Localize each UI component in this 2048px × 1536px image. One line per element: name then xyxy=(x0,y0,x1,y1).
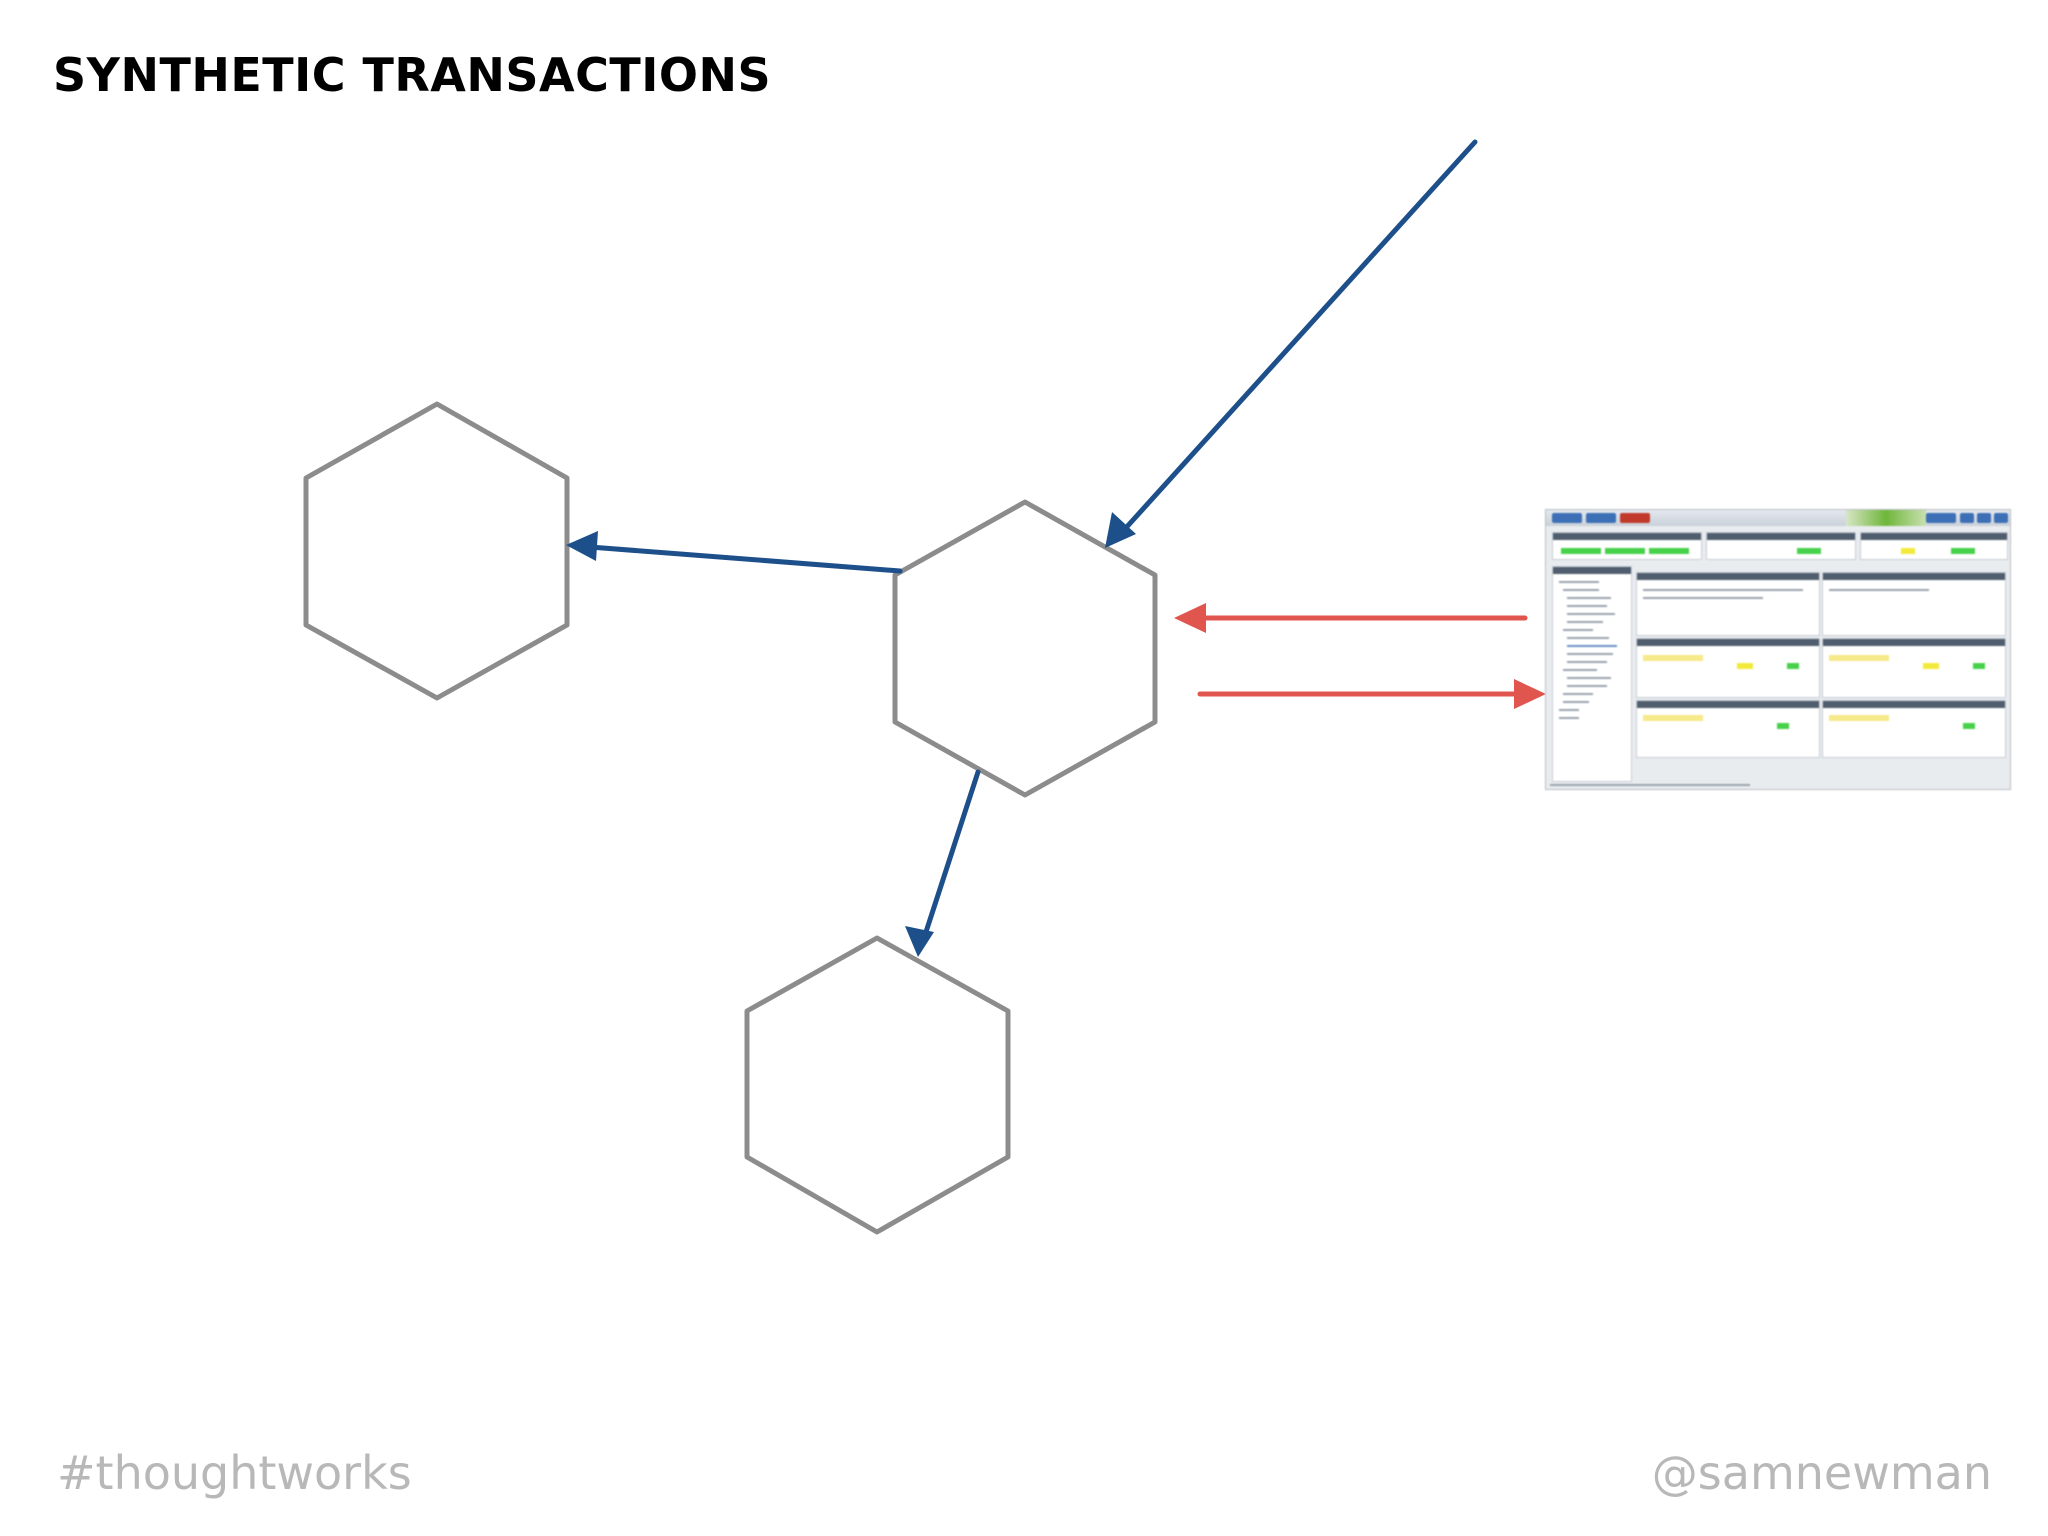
dashboard-content-panel xyxy=(1636,638,1820,698)
inbound-arrowhead-icon xyxy=(1105,512,1136,548)
dashboard-summary-panel xyxy=(1552,532,1702,560)
dashboard-content-panel xyxy=(1822,700,2006,758)
dashboard-tab-icon xyxy=(1586,513,1616,523)
inbound-call-arrow xyxy=(1121,139,1478,533)
monitor-to-service-arrowhead-icon xyxy=(1174,603,1206,633)
dashboard-summary-panel xyxy=(1706,532,1856,560)
dashboard-content-panel xyxy=(1636,700,1820,758)
dashboard-tab-icon xyxy=(1994,513,2008,523)
dashboard-banner-icon xyxy=(1846,510,1926,526)
monitoring-dashboard-screenshot xyxy=(1545,509,2011,790)
dashboard-tab-icon xyxy=(1552,513,1582,523)
footer-handle: @samnewman xyxy=(1651,1446,1992,1500)
dashboard-summary-panel xyxy=(1860,532,2008,560)
service-bottom-hexagon-icon xyxy=(744,935,1011,1235)
dashboard-tab-icon xyxy=(1960,513,1974,523)
dashboard-sidebar xyxy=(1552,566,1632,782)
dashboard-status-bar xyxy=(1550,784,1750,786)
center-to-bottom-arrowhead-icon xyxy=(905,926,934,957)
dashboard-tab-icon xyxy=(1926,513,1956,523)
slide-title: SYNTHETIC TRANSACTIONS xyxy=(53,48,772,102)
dashboard-tab-icon xyxy=(1620,513,1650,523)
footer-hashtag: #thoughtworks xyxy=(57,1446,412,1500)
dashboard-content-panel xyxy=(1822,638,2006,698)
center-to-bottom-arrow xyxy=(922,769,981,938)
service-to-monitor-arrowhead-icon xyxy=(1514,679,1546,709)
dashboard-tab-icon xyxy=(1977,513,1991,523)
center-to-left-arrowhead-icon xyxy=(566,531,598,561)
service-center-hexagon-icon xyxy=(892,499,1158,798)
service-left-hexagon-icon xyxy=(303,401,570,701)
center-to-left-arrow xyxy=(587,544,903,574)
dashboard-content-panel xyxy=(1822,572,2006,636)
dashboard-content-panel xyxy=(1636,572,1820,636)
